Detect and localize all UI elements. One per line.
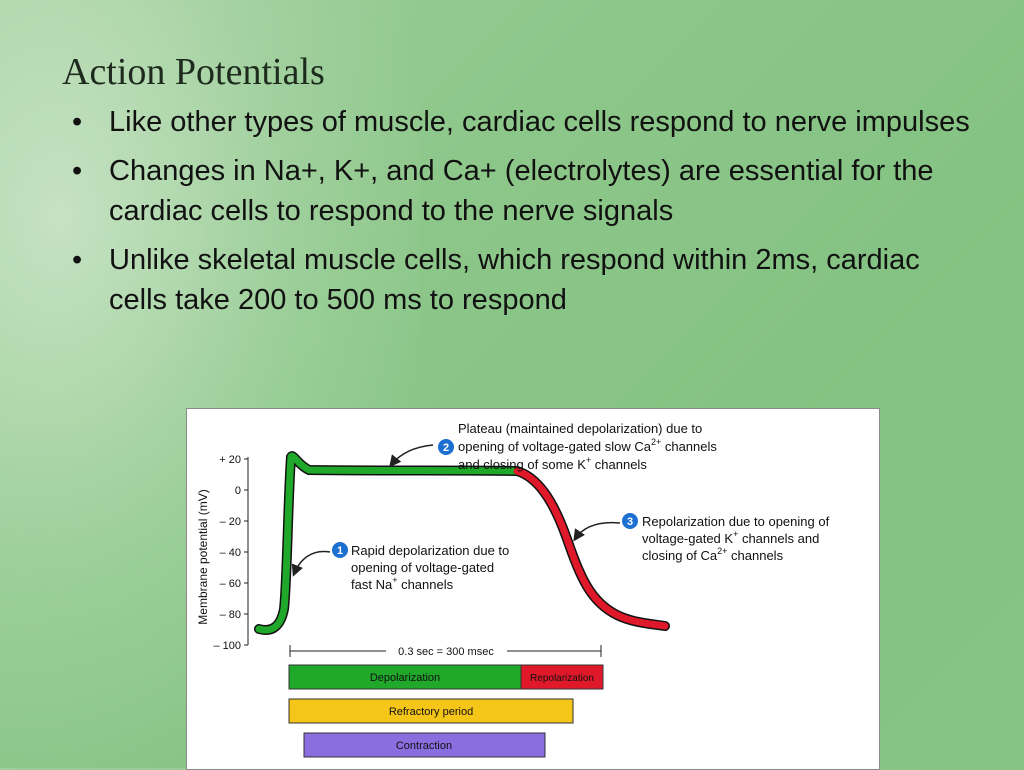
contraction-bar (303, 732, 546, 758)
duration-label: 0.3 sec = 300 msec (398, 646, 494, 658)
plateau-arrow (389, 444, 434, 468)
annotation-one-line: channels (397, 577, 453, 592)
y-tick-label: + 20 (219, 454, 241, 466)
action-potential-figure: Membrane potential (mV) + 20 0 – 20 – 40… (186, 408, 880, 770)
annotation-three-line: channels (727, 548, 783, 563)
repolarization-arrow (573, 521, 621, 542)
depolarization-bar (288, 664, 522, 690)
bullet-text: Unlike skeletal muscle cells, which resp… (109, 244, 920, 316)
y-tick-label: 0 (235, 485, 241, 497)
repolarization-bar-label: Repolarization (530, 673, 594, 684)
bullet-item: • Changes in Na+, K+, and Ca+ (electrolyt… (72, 151, 972, 231)
annotation-one-line: fast Na (351, 577, 393, 592)
superscript-text: 2+ (651, 437, 661, 447)
refractory-bar (288, 698, 574, 724)
bullet-list: • Like other types of muscle, cardiac cel… (72, 102, 972, 329)
annotation-three-text: Repolarization due to opening of voltage… (642, 514, 833, 563)
bullet-text: Changes in Na+, K+, and Ca+ (electrolyte… (109, 155, 934, 227)
depolarization-bar-label: Depolarization (370, 672, 440, 684)
superscript-text: + (392, 575, 397, 585)
annotation-two-line: channels (661, 439, 717, 454)
annotation-three-line: voltage-gated K (642, 531, 733, 546)
y-tick-label: – 60 (220, 578, 241, 590)
duration-bracket: 0.3 sec = 300 msec (289, 645, 602, 658)
annotation-two-text: Plateau (maintained depolarization) due … (458, 421, 721, 472)
bullet-glyph: • (72, 155, 83, 187)
y-axis-label: Membrane potential (mV) (196, 489, 210, 624)
bullet-item: • Unlike skeletal muscle cells, which res… (72, 240, 972, 320)
y-tick-label: – 40 (220, 547, 241, 559)
bullet-text: Like other types of muscle, cardiac cell… (109, 106, 970, 138)
annotation-one-text: Rapid depolarization due to opening of v… (351, 543, 513, 592)
annotation-two-line: channels (591, 457, 647, 472)
annotation-two-line: and closing of some K (458, 457, 586, 472)
depolarization-curve-fill (255, 452, 521, 634)
annotation-three-line: closing of Ca (642, 548, 718, 563)
bullet-item: • Like other types of muscle, cardiac cel… (72, 102, 972, 142)
y-tick-label: – 20 (220, 516, 241, 528)
annotation-one-line: opening of voltage-gated (351, 560, 494, 575)
bullet-glyph: • (72, 106, 83, 138)
marker-one-number: 1 (337, 545, 343, 557)
annotation-one-line: Rapid depolarization due to (351, 543, 509, 558)
marker-two-icon (438, 439, 454, 455)
contraction-bar-label: Contraction (396, 740, 452, 752)
marker-three-number: 3 (627, 516, 633, 528)
marker-three-icon (622, 513, 638, 529)
annotation-three-line: channels and (738, 531, 819, 546)
y-tick-label: – 80 (220, 609, 241, 621)
annotation-two-line: Plateau (maintained depolarization) due … (458, 421, 702, 436)
annotation-three-line: Repolarization due to opening of (642, 514, 830, 529)
superscript-text: + (733, 529, 738, 539)
y-tick-label: – 100 (213, 640, 241, 652)
y-ticks: + 20 0 – 20 – 40 – 60 – 80 – 100 (213, 454, 248, 652)
superscript-text: 2+ (717, 546, 727, 556)
annotation-two-line: opening of voltage-gated slow Ca (458, 439, 652, 454)
marker-two-number: 2 (443, 442, 449, 454)
repolarization-curve-fill (513, 467, 669, 630)
action-potential-diagram: Membrane potential (mV) + 20 0 – 20 – 40… (196, 421, 833, 758)
depolarization-arrow (291, 550, 331, 577)
refractory-bar-label: Refractory period (389, 706, 473, 718)
marker-one-icon (332, 542, 348, 558)
slide-title: Action Potentials (62, 51, 325, 93)
superscript-text: + (586, 455, 591, 465)
bullet-glyph: • (72, 244, 83, 276)
repolarization-bar (520, 664, 604, 690)
